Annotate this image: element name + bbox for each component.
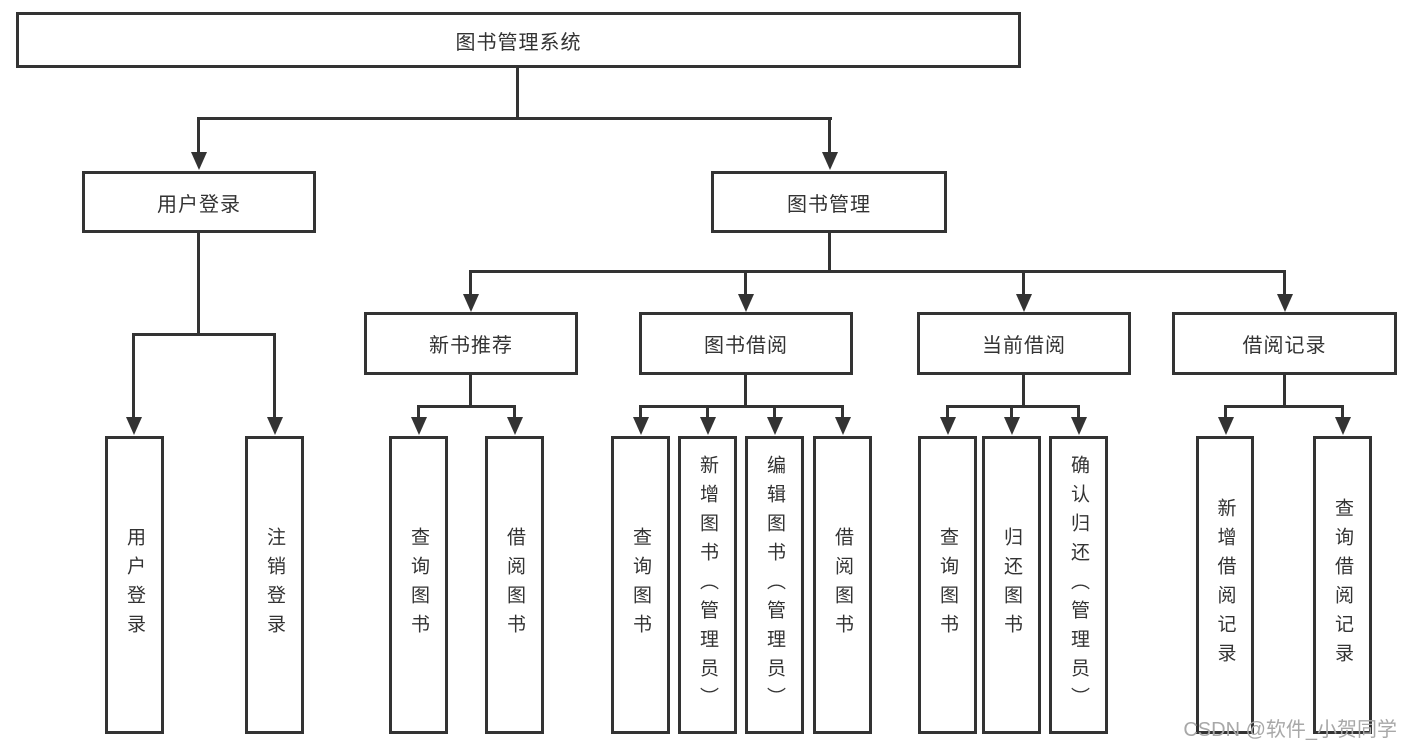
leaf-add-borrow-record: 新增借阅记录 [1196,436,1254,734]
node-label: 图书管理 [787,193,871,216]
node-label: 注销登录 [264,527,285,643]
leaf-add-book-admin: 新增图书（管理员） [678,436,737,734]
connector-line [417,405,420,419]
node-label: 确认归还（管理员） [1068,454,1089,716]
connector-line [1283,375,1286,408]
connector-line [1224,405,1344,408]
connector-line [828,117,831,153]
connector-line [1010,405,1013,419]
arrow-down-icon [463,294,479,312]
connector-line [516,68,519,120]
node-label: 归还图书 [1001,527,1022,643]
node-label: 查询借阅记录 [1332,498,1353,672]
connector-line [706,405,709,419]
arrow-down-icon [1071,417,1087,435]
arrow-down-icon [835,417,851,435]
connector-line [1022,375,1025,408]
node-book-management: 图书管理 [711,171,947,233]
connector-line [1077,405,1080,419]
leaf-user-login: 用户登录 [105,436,164,734]
connector-line [744,375,747,408]
node-label: 编辑图书（管理员） [764,454,785,716]
arrow-down-icon [767,417,783,435]
arrow-down-icon [1335,417,1351,435]
leaf-borrow-book-2: 借阅图书 [813,436,872,734]
arrow-down-icon [267,417,283,435]
connector-line [273,333,276,419]
csdn-watermark: CSDN @软件_小贺同学 [1183,719,1397,741]
connector-line [469,270,472,298]
node-label: 图书借阅 [704,335,788,357]
arrow-down-icon [411,417,427,435]
node-label: 当前借阅 [982,335,1066,357]
arrow-down-icon [1218,417,1234,435]
leaf-edit-book-admin: 编辑图书（管理员） [745,436,804,734]
connector-line [946,405,1080,408]
arrow-down-icon [738,294,754,312]
node-label: 借阅图书 [832,527,853,643]
node-label: 用户登录 [157,193,241,216]
node-label: 借阅图书 [504,527,525,643]
arrow-down-icon [1016,294,1032,312]
arrow-down-icon [1277,294,1293,312]
connector-line [132,333,276,336]
arrow-down-icon [126,417,142,435]
arrow-down-icon [191,152,207,170]
node-book-borrow: 图书借阅 [639,312,853,375]
node-label: 查询图书 [408,527,429,643]
leaf-query-book-2: 查询图书 [611,436,670,734]
node-label: 用户登录 [124,527,145,643]
node-root: 图书管理系统 [16,12,1021,68]
leaf-confirm-return-admin: 确认归还（管理员） [1049,436,1108,734]
connector-line [197,117,200,153]
arrow-down-icon [822,152,838,170]
node-label: 新增图书（管理员） [697,454,718,716]
arrow-down-icon [507,417,523,435]
connector-line [946,405,949,419]
node-borrow-record: 借阅记录 [1172,312,1397,375]
connector-line [197,117,832,120]
connector-line [1224,405,1227,419]
node-label: 图书管理系统 [455,31,582,54]
connector-line [1022,270,1025,298]
connector-line [469,270,1286,273]
node-label: 新书推荐 [429,335,513,357]
leaf-query-book-1: 查询图书 [389,436,448,734]
node-user-login: 用户登录 [82,171,316,233]
connector-line [639,405,844,408]
connector-line [841,405,844,419]
arrow-down-icon [633,417,649,435]
leaf-return-book: 归还图书 [982,436,1041,734]
connector-line [417,405,516,408]
arrow-down-icon [1004,417,1020,435]
node-label: 新增借阅记录 [1214,498,1236,672]
node-label: 查询图书 [937,527,958,643]
node-label: 借阅记录 [1242,335,1327,357]
connector-line [132,333,135,419]
connector-line [744,270,747,298]
arrow-down-icon [940,417,956,435]
connector-line [513,405,516,419]
leaf-query-borrow-record: 查询借阅记录 [1313,436,1372,734]
node-label: 查询图书 [630,527,651,643]
connector-line [1283,270,1286,298]
leaf-borrow-book-1: 借阅图书 [485,436,544,734]
arrow-down-icon [700,417,716,435]
node-new-book-recommend: 新书推荐 [364,312,578,375]
node-current-borrow: 当前借阅 [917,312,1131,375]
connector-line [1341,405,1344,419]
leaf-logout: 注销登录 [245,436,304,734]
leaf-query-book-3: 查询图书 [918,436,977,734]
connector-line [469,375,472,408]
connector-line [773,405,776,419]
connector-line [639,405,642,419]
connector-line [197,233,200,336]
connector-line [828,233,831,273]
